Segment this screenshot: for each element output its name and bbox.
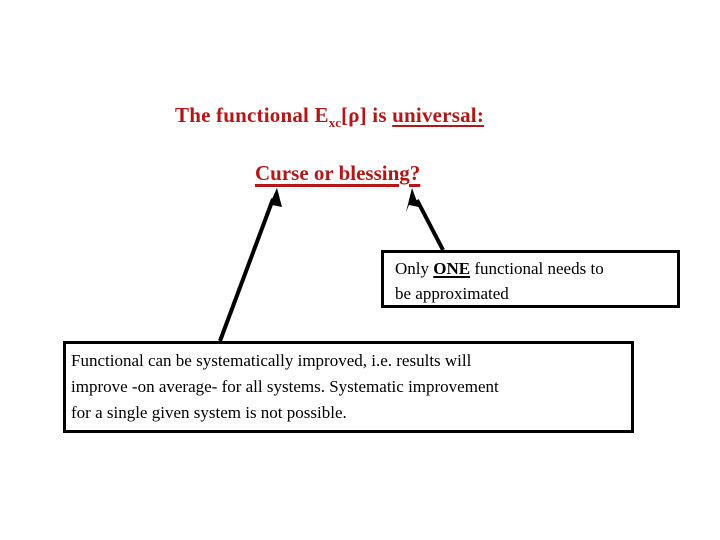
- headline-curse-or-blessing: Curse or blessing?: [255, 161, 420, 186]
- arrow-from-systematic-box: [218, 188, 282, 342]
- emphasis-one: ONE: [433, 259, 471, 278]
- box-line: Functional can be systematically improve…: [71, 351, 472, 370]
- box-systematic-improvement: Functional can be systematically improve…: [63, 341, 634, 433]
- formula-exc-rho: Exc[ρ]: [314, 103, 367, 131]
- box-line: improve -on average- for all systems. Sy…: [71, 377, 499, 396]
- box-only-one-functional: Only ONE functional needs to be approxim…: [381, 250, 680, 308]
- box-text-pre: Only: [395, 259, 434, 278]
- headline-middle-text: is: [366, 103, 393, 127]
- formula-base-e: E: [314, 103, 329, 127]
- formula-argument-rho: [ρ]: [341, 103, 367, 127]
- headline-universal-underlined: universal:: [392, 103, 485, 127]
- headline-curse-underlined: Curse or blessing?: [255, 161, 421, 185]
- box-line: Only ONE functional needs to: [395, 256, 677, 281]
- arrow-from-only-one-box: [406, 188, 445, 251]
- formula-subscript-xc: xc: [328, 115, 342, 131]
- headline-universal: The functional Exc[ρ] is universal:: [175, 103, 484, 131]
- box-line: for a single given system is not possibl…: [71, 403, 347, 422]
- headline-prefix-text: The functional: [175, 103, 315, 127]
- box-line: be approximated: [395, 284, 509, 303]
- box-text-post: functional needs to: [470, 259, 604, 278]
